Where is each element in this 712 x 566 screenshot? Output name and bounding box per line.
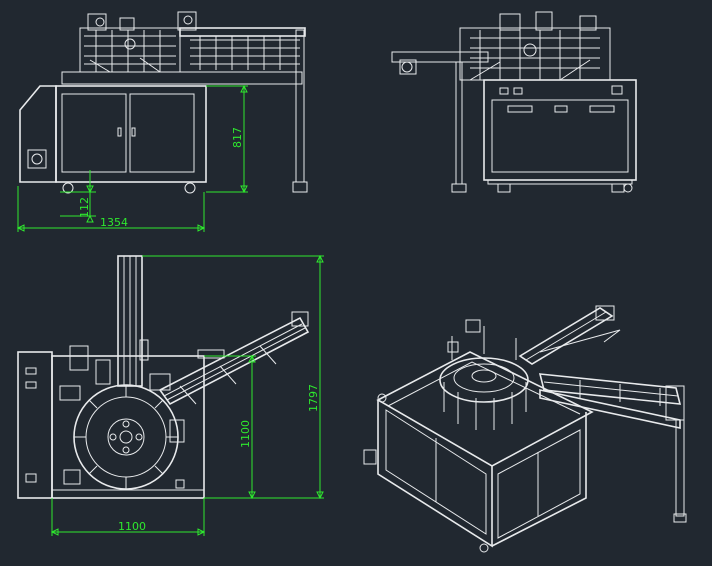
- dimension-top-width: 1100: [118, 520, 146, 533]
- front-view-cabinet: [19, 85, 207, 194]
- isometric-conveyor-upper: [518, 305, 621, 365]
- side-view-legs: [451, 61, 633, 193]
- dimension-front-height: 817: [231, 127, 244, 148]
- front-view-support-leg: [292, 29, 308, 193]
- front-view-mechanism: [61, 11, 306, 85]
- top-view-rotary-table: [59, 345, 185, 490]
- top-view-base: [17, 351, 205, 499]
- top-view-conveyor-vertical: [117, 255, 149, 387]
- side-view-mechanism: [391, 11, 611, 81]
- side-view-cabinet: [483, 79, 637, 185]
- top-view-conveyor-angled: [158, 311, 310, 406]
- dimension-front-clearance: 112: [78, 197, 91, 218]
- isometric-view: [363, 305, 687, 553]
- isometric-rotary-table: [439, 319, 529, 430]
- front-view: 1354 817 112: [16, 11, 308, 232]
- isometric-conveyor-lower: [538, 373, 687, 523]
- isometric-cabinet: [363, 351, 594, 553]
- side-view: [391, 11, 637, 193]
- dimension-top-length: 1797: [307, 384, 320, 412]
- top-view-dimensions: 1100 1100 1797: [50, 254, 324, 536]
- front-view-dimensions: 1354 817 112: [16, 84, 248, 232]
- top-view: 1100 1100 1797: [17, 254, 324, 536]
- dimension-top-depth: 1100: [239, 420, 252, 448]
- dimension-front-width: 1354: [100, 216, 128, 229]
